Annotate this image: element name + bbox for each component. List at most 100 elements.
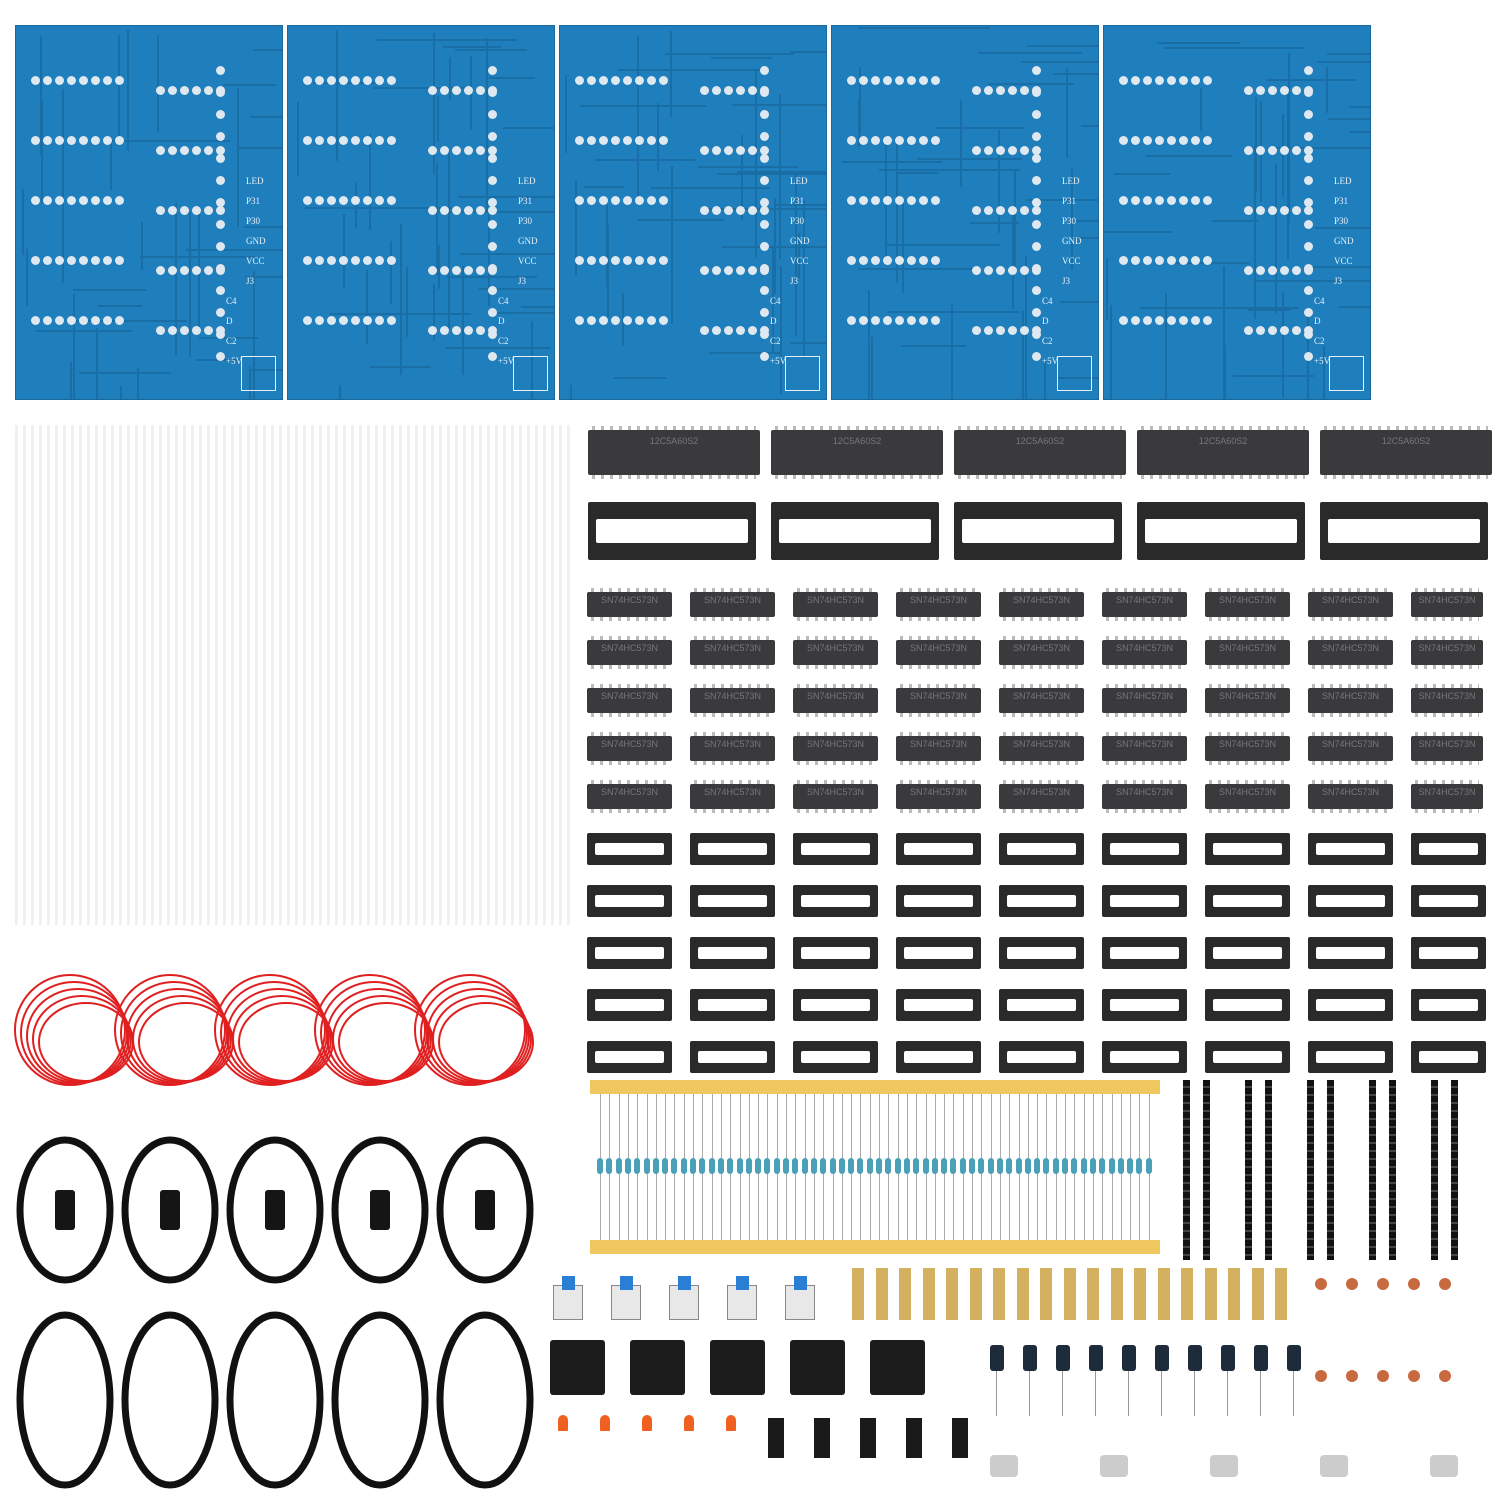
latch-chip: SN74HC573N [690, 588, 775, 621]
pcb-pad [1032, 352, 1041, 361]
resistor [931, 1158, 938, 1174]
pcb-silkscreen-label: VCC [518, 256, 537, 266]
socket-opening [1328, 519, 1480, 543]
ic-socket-20pin [1308, 989, 1393, 1021]
pcb-pad [1280, 146, 1289, 155]
pcb-pad [760, 242, 769, 251]
brass-standoff [969, 1268, 982, 1320]
pcb-pad [907, 76, 916, 85]
resistor [810, 1158, 817, 1174]
pcb-pad [115, 136, 124, 145]
chip-marking: SN74HC573N [703, 643, 762, 653]
pcb-pad [115, 256, 124, 265]
pcb-trace [140, 221, 143, 270]
pcb-trace [774, 198, 777, 294]
chip-marking: SN74HC573N [703, 691, 762, 701]
pcb-pad [575, 256, 584, 265]
crystal [1320, 1455, 1348, 1477]
pcb-pad [1256, 326, 1265, 335]
pcb-pad [760, 146, 769, 155]
pcb-pad [488, 308, 497, 317]
latch-chip: SN74HC573N [1411, 636, 1483, 669]
pcb-pad [1032, 264, 1041, 273]
chip-marking: SN74HC573N [703, 595, 762, 605]
pcb-trace [740, 134, 743, 220]
pcb-pad [216, 154, 225, 163]
pcb-trace [776, 204, 826, 207]
pcb-pad [67, 196, 76, 205]
pcb-pad [428, 86, 437, 95]
pcb-pad [599, 136, 608, 145]
pcb-pad [216, 352, 225, 361]
pcb-silkscreen-label: P30 [790, 216, 805, 226]
crystal [1100, 1455, 1128, 1477]
pcb-pad [1268, 146, 1277, 155]
pcb-pad [736, 326, 745, 335]
pcb-pad [1143, 256, 1152, 265]
latch-chip: SN74HC573N [793, 588, 878, 621]
pcb-pad [1304, 330, 1313, 339]
brass-standoff [993, 1268, 1005, 1320]
pcb-pad [907, 256, 916, 265]
pcb-silkscreen-label: D [1314, 316, 1321, 326]
pcb-pad [1179, 136, 1188, 145]
pcb-pad [452, 266, 461, 275]
pcb-silkscreen-label: D [770, 316, 777, 326]
pcb-trace [1071, 185, 1074, 235]
resistor [894, 1158, 901, 1174]
socket-opening [1213, 894, 1282, 908]
resistor [978, 1158, 985, 1174]
pcb-pad [760, 264, 769, 273]
pcb-pad [464, 326, 473, 335]
chip-marking: SN74HC573N [909, 691, 968, 701]
pcb-pad [43, 136, 52, 145]
pcb-silkscreen-label: P31 [518, 196, 533, 206]
chip-marking: SN74HC573N [1418, 595, 1476, 605]
ic-socket-20pin [587, 1041, 672, 1073]
chip-marking: SN74HC573N [1321, 643, 1380, 653]
ic-socket-20pin [587, 885, 672, 917]
pcb-trace [305, 206, 452, 209]
latch-chip: SN74HC573N [793, 780, 878, 813]
pcb-trace [399, 223, 402, 375]
chip-marking: SN74HC573N [1218, 643, 1277, 653]
pcb-pad [488, 330, 497, 339]
pcb-trace [1165, 293, 1168, 399]
pcb-pad [972, 146, 981, 155]
pcb-pad [428, 326, 437, 335]
button-cap [562, 1276, 575, 1290]
pcb-trace [98, 304, 142, 307]
electrolytic-capacitor [1089, 1345, 1103, 1371]
pcb-pad [1032, 308, 1041, 317]
pcb-pad [972, 266, 981, 275]
pcb-pad [1304, 264, 1313, 273]
pcb-pad [180, 266, 189, 275]
pcb-silkscreen-label: C2 [226, 336, 237, 346]
pcb-trace [896, 141, 899, 284]
pcb-pad [204, 86, 213, 95]
chip-marking: SN74HC573N [1115, 595, 1174, 605]
pcb-pad [1244, 146, 1253, 155]
pin-header [1183, 1080, 1190, 1260]
resistor [1136, 1158, 1143, 1174]
pcb-pad [1167, 196, 1176, 205]
chip-marking: SN74HC573N [806, 739, 865, 749]
pcb-pad [1119, 196, 1128, 205]
pcb-silkscreen-label: P30 [1334, 216, 1349, 226]
pcb-pad [1256, 146, 1265, 155]
ic-socket-20pin [1411, 1041, 1486, 1073]
pcb-pad [168, 146, 177, 155]
brass-standoff [1275, 1268, 1287, 1320]
pcb-pad [575, 76, 584, 85]
pcb-silkscreen-label: D [1042, 316, 1049, 326]
pcb-pad [724, 266, 733, 275]
pcb-trace [1157, 42, 1240, 45]
pcb-trace [1072, 219, 1098, 222]
crystal [990, 1455, 1018, 1477]
crystal [1210, 1455, 1238, 1477]
pcb-trace [671, 165, 674, 325]
pcb-pad [303, 316, 312, 325]
pcb-trace [95, 328, 98, 399]
